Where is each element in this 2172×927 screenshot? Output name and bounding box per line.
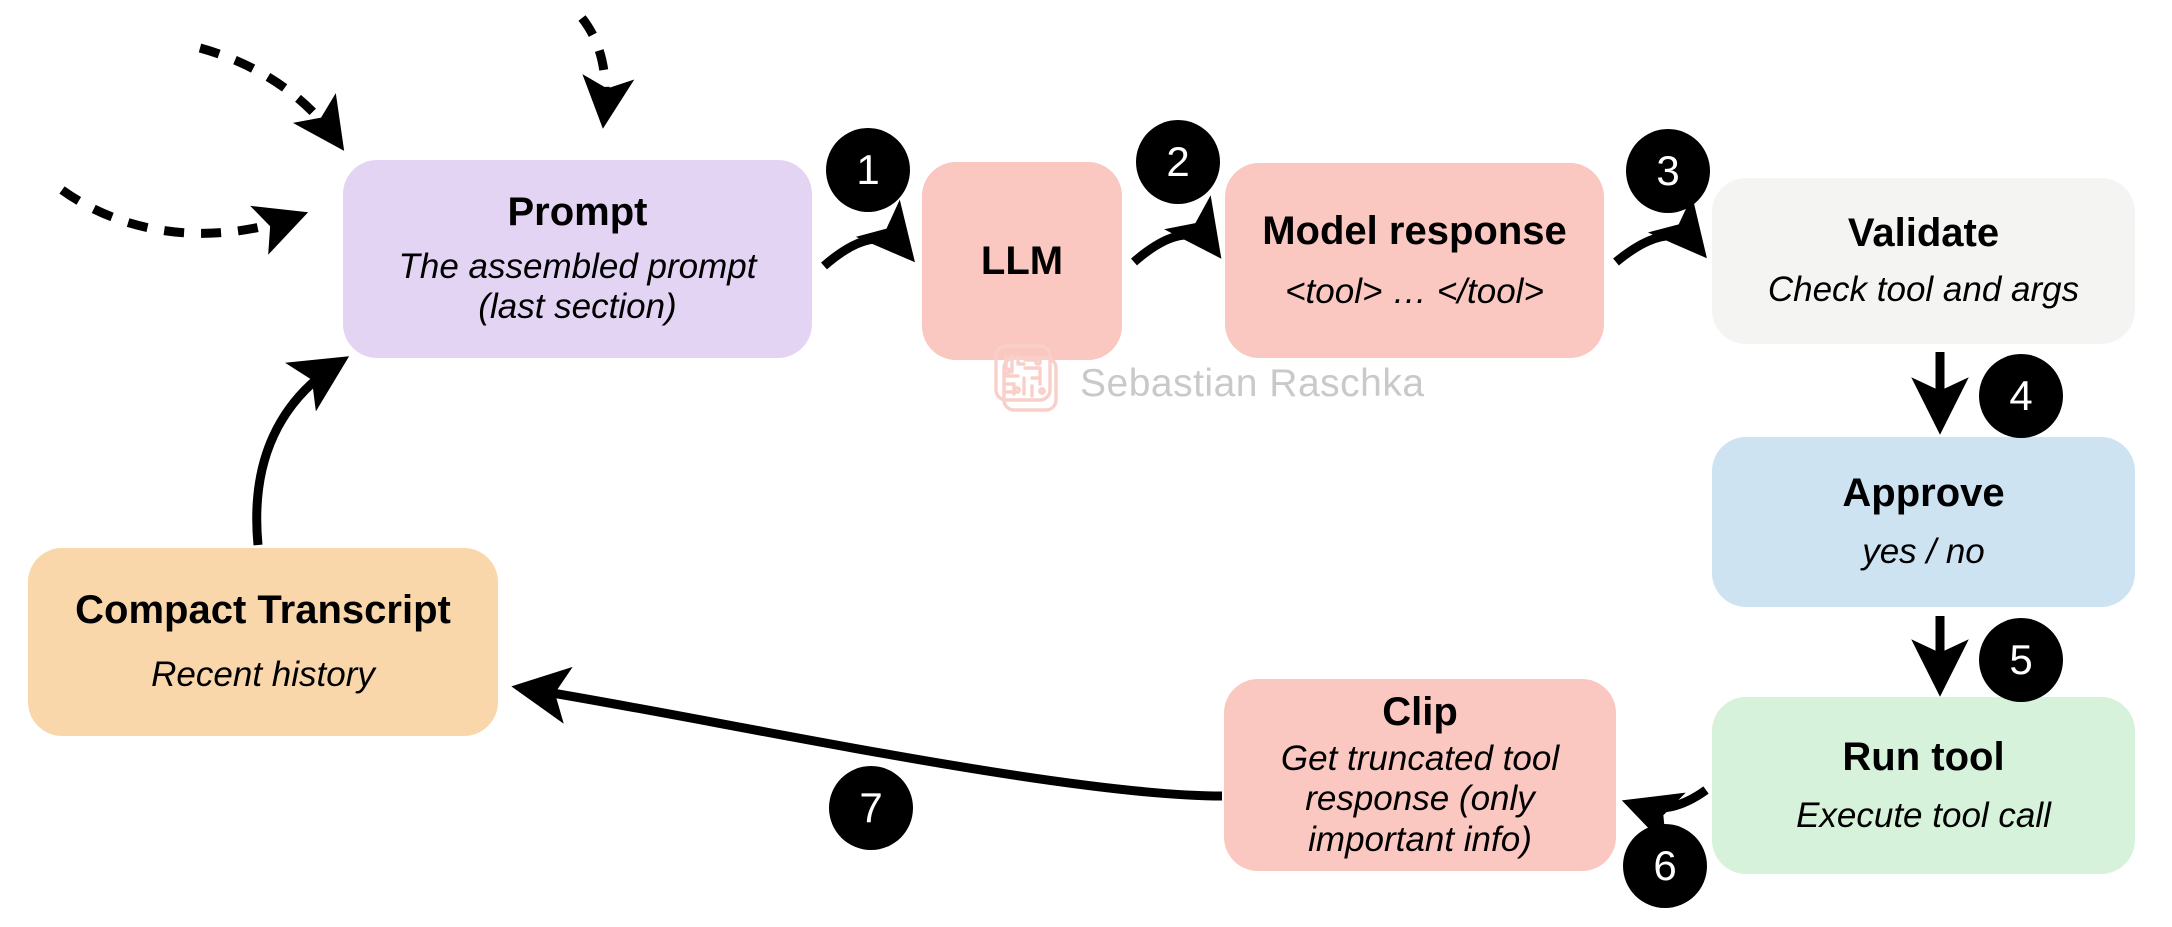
step-badge-4-label: 4	[2009, 372, 2033, 419]
edge-model-response-to-validate	[1613, 195, 1707, 266]
node-compact-transcript-title: Compact Transcript	[75, 588, 451, 633]
step-badge-4: 4	[1979, 354, 2063, 438]
watermark: Sebastian Raschka	[980, 338, 1425, 429]
node-run-tool-sub: Execute tool call	[1796, 795, 2051, 835]
node-clip-sub-line1: Get truncated tool	[1280, 738, 1560, 778]
node-prompt-title: Prompt	[507, 190, 648, 234]
step-badge-5-label: 5	[2009, 636, 2033, 683]
node-model-response-title: Model response	[1262, 208, 1567, 253]
node-llm-title: LLM	[980, 238, 1064, 283]
step-badge-1: 1	[826, 128, 910, 212]
node-run-tool[interactable]: Run tool Execute tool call	[1712, 697, 2135, 874]
edge-dashed-top	[578, 15, 635, 129]
edge-prompt-to-llm	[821, 199, 915, 270]
step-badge-3-label: 3	[1656, 147, 1680, 194]
edge-dashed-upper-left	[198, 43, 345, 151]
node-prompt[interactable]: Prompt The assembled prompt (last sectio…	[343, 160, 812, 358]
step-badge-3: 3	[1626, 129, 1710, 213]
node-prompt-sub-line1: The assembled prompt	[398, 246, 757, 286]
node-llm[interactable]: LLM	[922, 162, 1122, 360]
node-clip-sub-line2: response (only	[1305, 779, 1535, 819]
edge-llm-to-model-response	[1131, 195, 1222, 266]
node-validate-title: Validate	[1847, 211, 2000, 256]
node-model-response-sub: <tool> … </tool>	[1285, 271, 1544, 311]
step-badge-1-label: 1	[856, 146, 880, 193]
circuit-chip-icon	[980, 338, 1066, 429]
step-badge-5: 5	[1979, 618, 2063, 702]
step-badge-6: 6	[1623, 824, 1707, 908]
node-model-response[interactable]: Model response <tool> … </tool>	[1225, 163, 1604, 358]
edge-dashed-lower-left	[59, 186, 309, 255]
node-run-tool-title: Run tool	[1842, 734, 2005, 779]
node-clip-sub-line3: important info)	[1308, 819, 1532, 859]
step-badge-7-label: 7	[859, 784, 883, 831]
node-approve-title: Approve	[1842, 471, 2005, 516]
node-compact-transcript[interactable]: Compact Transcript Recent history	[28, 548, 498, 736]
node-prompt-sub-line2: (last section)	[478, 287, 677, 327]
node-validate-sub: Check tool and args	[1767, 270, 2080, 310]
node-clip-title: Clip	[1382, 689, 1458, 734]
node-approve-sub: yes / no	[1862, 532, 1985, 572]
node-approve[interactable]: Approve yes / no	[1712, 437, 2135, 607]
step-badge-2: 2	[1136, 120, 1220, 204]
node-validate[interactable]: Validate Check tool and args	[1712, 178, 2135, 344]
step-badge-2-label: 2	[1166, 138, 1190, 185]
step-badge-6-label: 6	[1653, 842, 1677, 889]
edge-compact-transcript-to-prompt	[252, 356, 350, 546]
step-badge-7: 7	[829, 766, 913, 850]
watermark-text: Sebastian Raschka	[1080, 361, 1425, 405]
edge-run-tool-to-clip	[1621, 786, 1709, 847]
node-clip[interactable]: Clip Get truncated tool response (only i…	[1224, 679, 1616, 871]
node-compact-transcript-sub: Recent history	[151, 655, 375, 695]
